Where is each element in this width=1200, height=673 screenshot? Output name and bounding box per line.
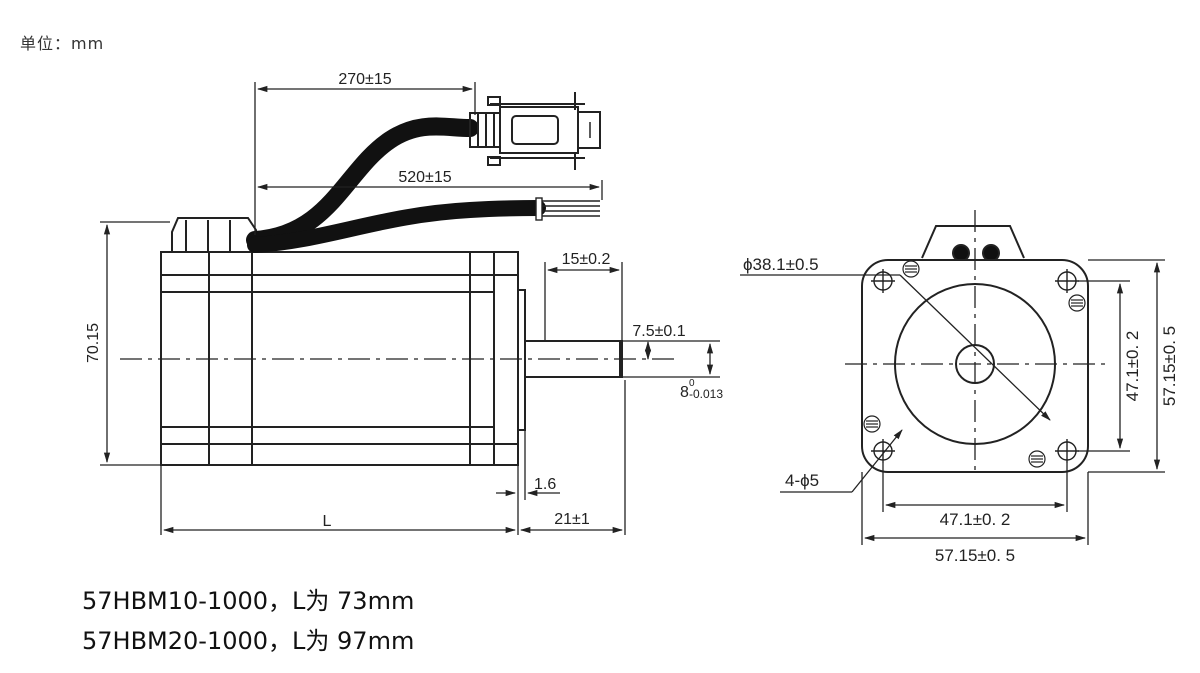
dim-height: 70.15 [85, 323, 102, 363]
dim-hole-spacing-v: 47.1±0. 2 [1123, 331, 1142, 402]
pilot-boss [517, 289, 526, 431]
dim-hole-spacing-h: 47.1±0. 2 [940, 510, 1011, 529]
dim-cable-leads: 520±15 [398, 169, 451, 186]
front-centerlines [845, 210, 1110, 475]
front-connector-tab [921, 225, 1025, 259]
cable-wire-ends [535, 197, 600, 221]
dim-flange-h: 57.15±0. 5 [935, 546, 1015, 565]
model-spec-1: 57HBM10-1000，L为 73mm [82, 587, 415, 615]
db-connector [469, 92, 601, 170]
front-dimensions [740, 259, 1165, 545]
model-spec-2: 57HBM20-1000，L为 97mm [82, 627, 415, 655]
dim-pilot-dia: ϕ38.1±0.5 [743, 255, 819, 274]
dim-cable-connector: 270±15 [338, 71, 391, 88]
unit-label: 单位：mm [20, 34, 105, 53]
dim-shaft-dia: 8 [680, 384, 689, 401]
dim-shaft-length: 15±0.2 [562, 251, 611, 268]
dim-shaft-flat: 7.5±0.1 [632, 323, 685, 340]
side-view [160, 217, 623, 466]
dim-shaft-total: 21±1 [554, 511, 590, 528]
dim-shaft-dia-lower: -0.013 [689, 387, 723, 401]
dim-pilot: 1.6 [534, 476, 556, 493]
cable-gland [171, 217, 257, 252]
dim-shaft-dia-upper: 0 [689, 378, 695, 389]
motor-cables [246, 117, 546, 253]
dim-body-length: L [323, 513, 332, 530]
side-dimensions [100, 82, 720, 535]
dim-flange-v: 57.15±0. 5 [1160, 326, 1179, 406]
dim-mount-holes: 4-ϕ5 [785, 471, 819, 490]
